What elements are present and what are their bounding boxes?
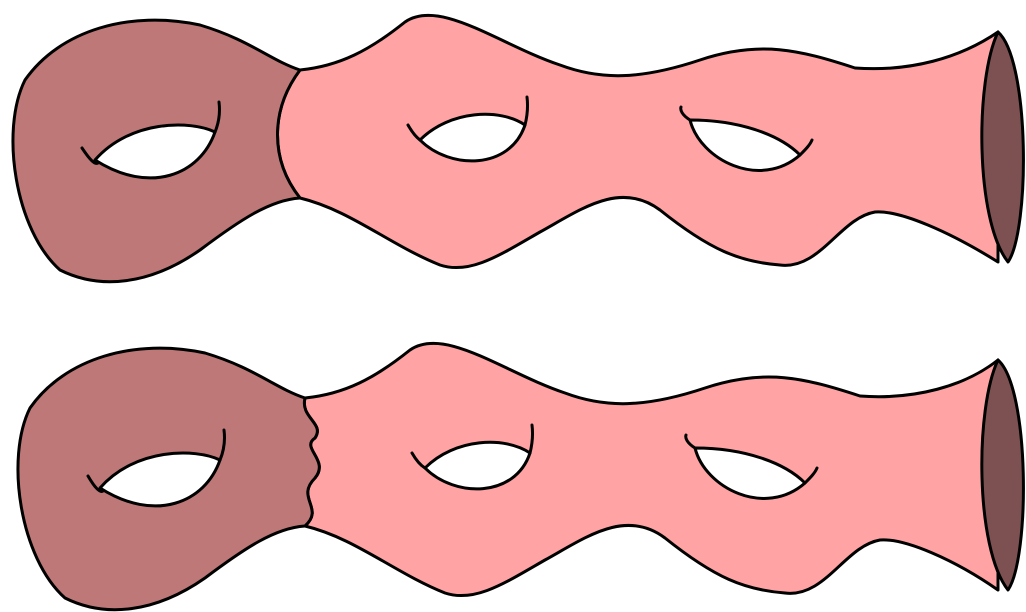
surface-bottom-body — [304, 343, 998, 595]
surface-top — [13, 15, 1023, 281]
surface-top-body — [278, 15, 999, 267]
surface-bottom — [18, 343, 1023, 609]
